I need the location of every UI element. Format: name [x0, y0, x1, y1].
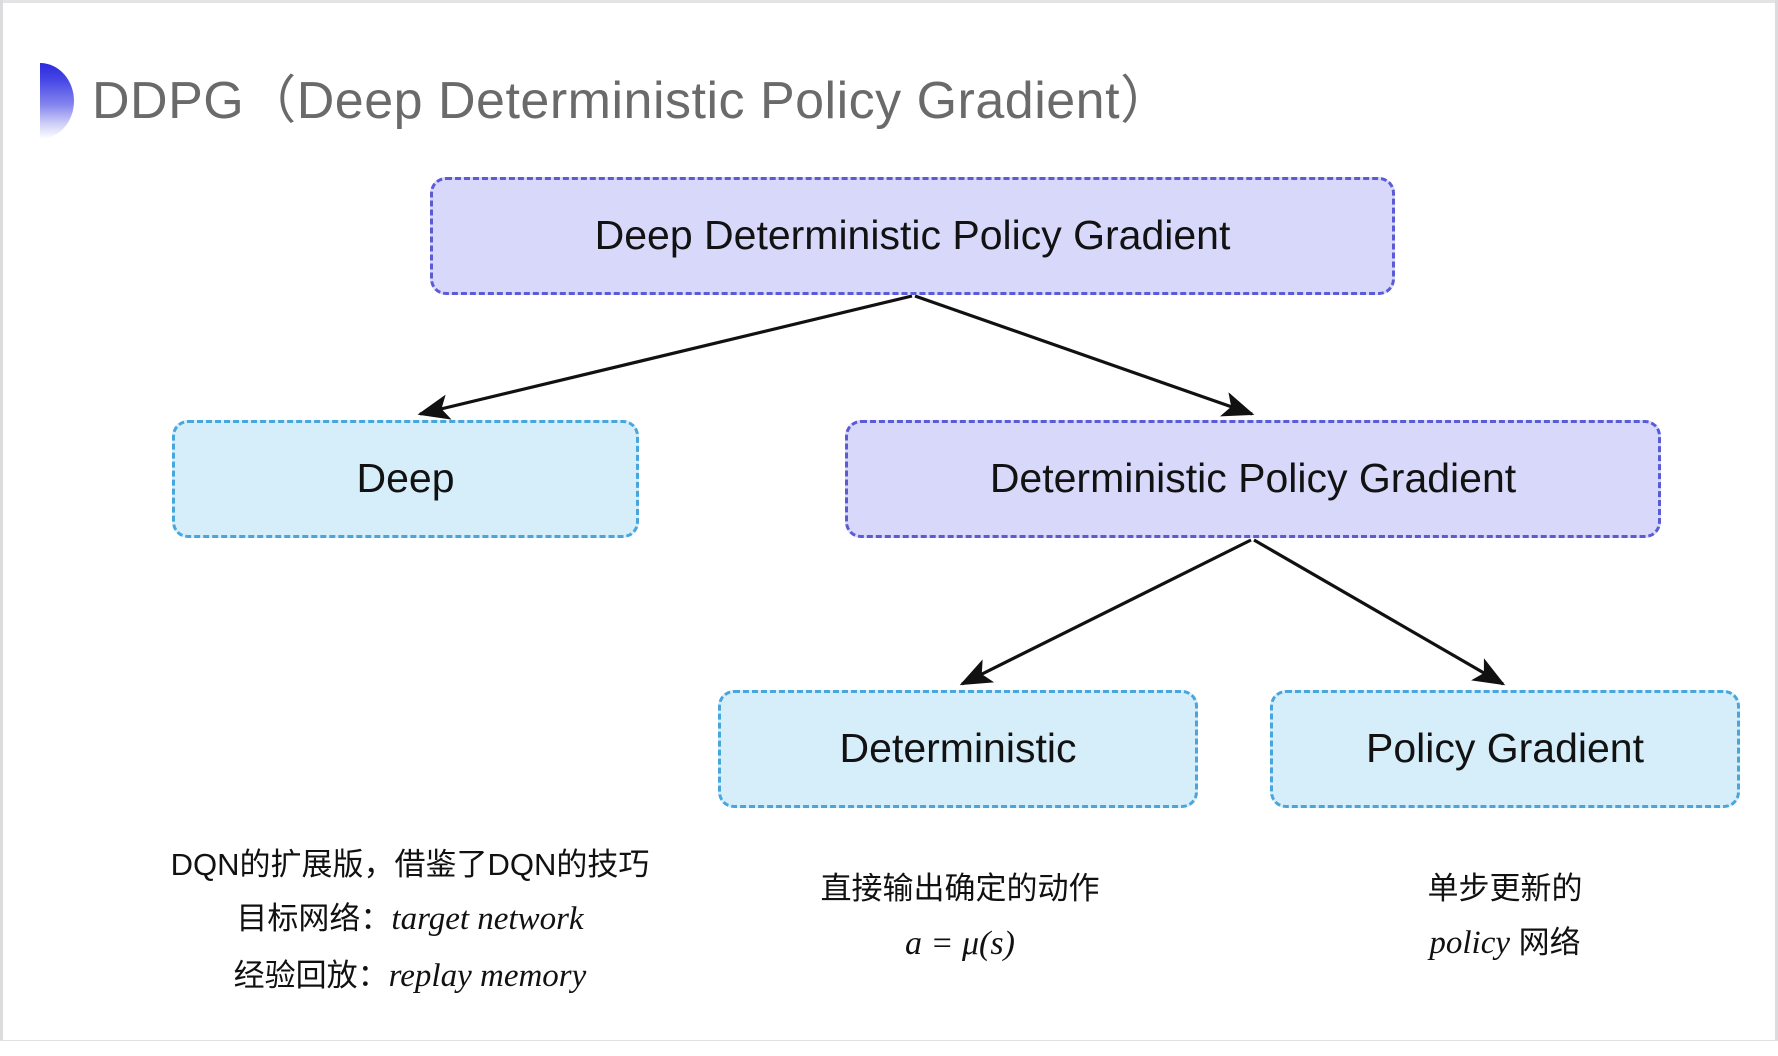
caption-policy-gradient-line1: 单步更新的	[1427, 871, 1583, 906]
page-title: DDPG（Deep Deterministic Policy Gradient）	[40, 58, 1173, 144]
caption-deep: DQN的扩展版，借鉴了DQN的技巧 目标网络：target network 经验…	[150, 838, 670, 1005]
caption-deep-line2-label: 目标网络：	[236, 901, 392, 937]
node-deterministic[interactable]: Deterministic	[718, 690, 1198, 808]
node-deep[interactable]: Deep	[172, 420, 639, 538]
slide-border-bottom	[0, 1040, 1778, 1056]
node-label: Deep Deterministic Policy Gradient	[594, 212, 1231, 259]
slide-border-left	[0, 0, 3, 1056]
caption-policy-gradient-term: policy	[1429, 925, 1510, 962]
caption-deep-line2: 目标网络：target network	[150, 891, 670, 948]
node-label: Deep	[356, 455, 455, 502]
node-policy-gradient[interactable]: Policy Gradient	[1270, 690, 1740, 808]
caption-deterministic-formula: a = μ(s)	[905, 925, 1015, 963]
caption-policy-gradient-line2: policy 网络	[1270, 915, 1740, 972]
arrow-root-to-deep	[417, 294, 913, 420]
caption-deep-line3: 经验回放：replay memory	[150, 948, 670, 1005]
page-title-text: DDPG（Deep Deterministic Policy Gradient）	[92, 72, 1173, 130]
node-label: Deterministic Policy Gradient	[989, 455, 1517, 502]
arrow-root-to-dpg	[914, 294, 1255, 417]
caption-policy-gradient: 单步更新的 policy 网络	[1270, 862, 1740, 972]
arrow-dpg-to-policy-gradient	[1253, 538, 1506, 686]
arrow-dpg-to-deterministic	[959, 538, 1252, 686]
caption-deep-line3-label: 经验回放：	[233, 958, 389, 994]
half-ellipse-bullet-icon	[40, 63, 74, 139]
node-label: Deterministic	[839, 725, 1077, 772]
caption-deterministic-line1: 直接输出确定的动作	[820, 871, 1100, 906]
caption-deep-line1: DQN的扩展版，借鉴了DQN的技巧	[170, 847, 650, 882]
caption-deep-line2-term: target network	[391, 901, 584, 938]
caption-deterministic: 直接输出确定的动作 a = μ(s)	[720, 862, 1200, 974]
node-label: Policy Gradient	[1365, 725, 1644, 772]
node-deep-deterministic-policy-gradient[interactable]: Deep Deterministic Policy Gradient	[430, 177, 1395, 295]
caption-deep-line3-term: replay memory	[388, 958, 587, 995]
slide-border-top	[0, 0, 1778, 3]
caption-policy-gradient-suffix: 网络	[1510, 925, 1581, 961]
node-deterministic-policy-gradient[interactable]: Deterministic Policy Gradient	[845, 420, 1661, 538]
